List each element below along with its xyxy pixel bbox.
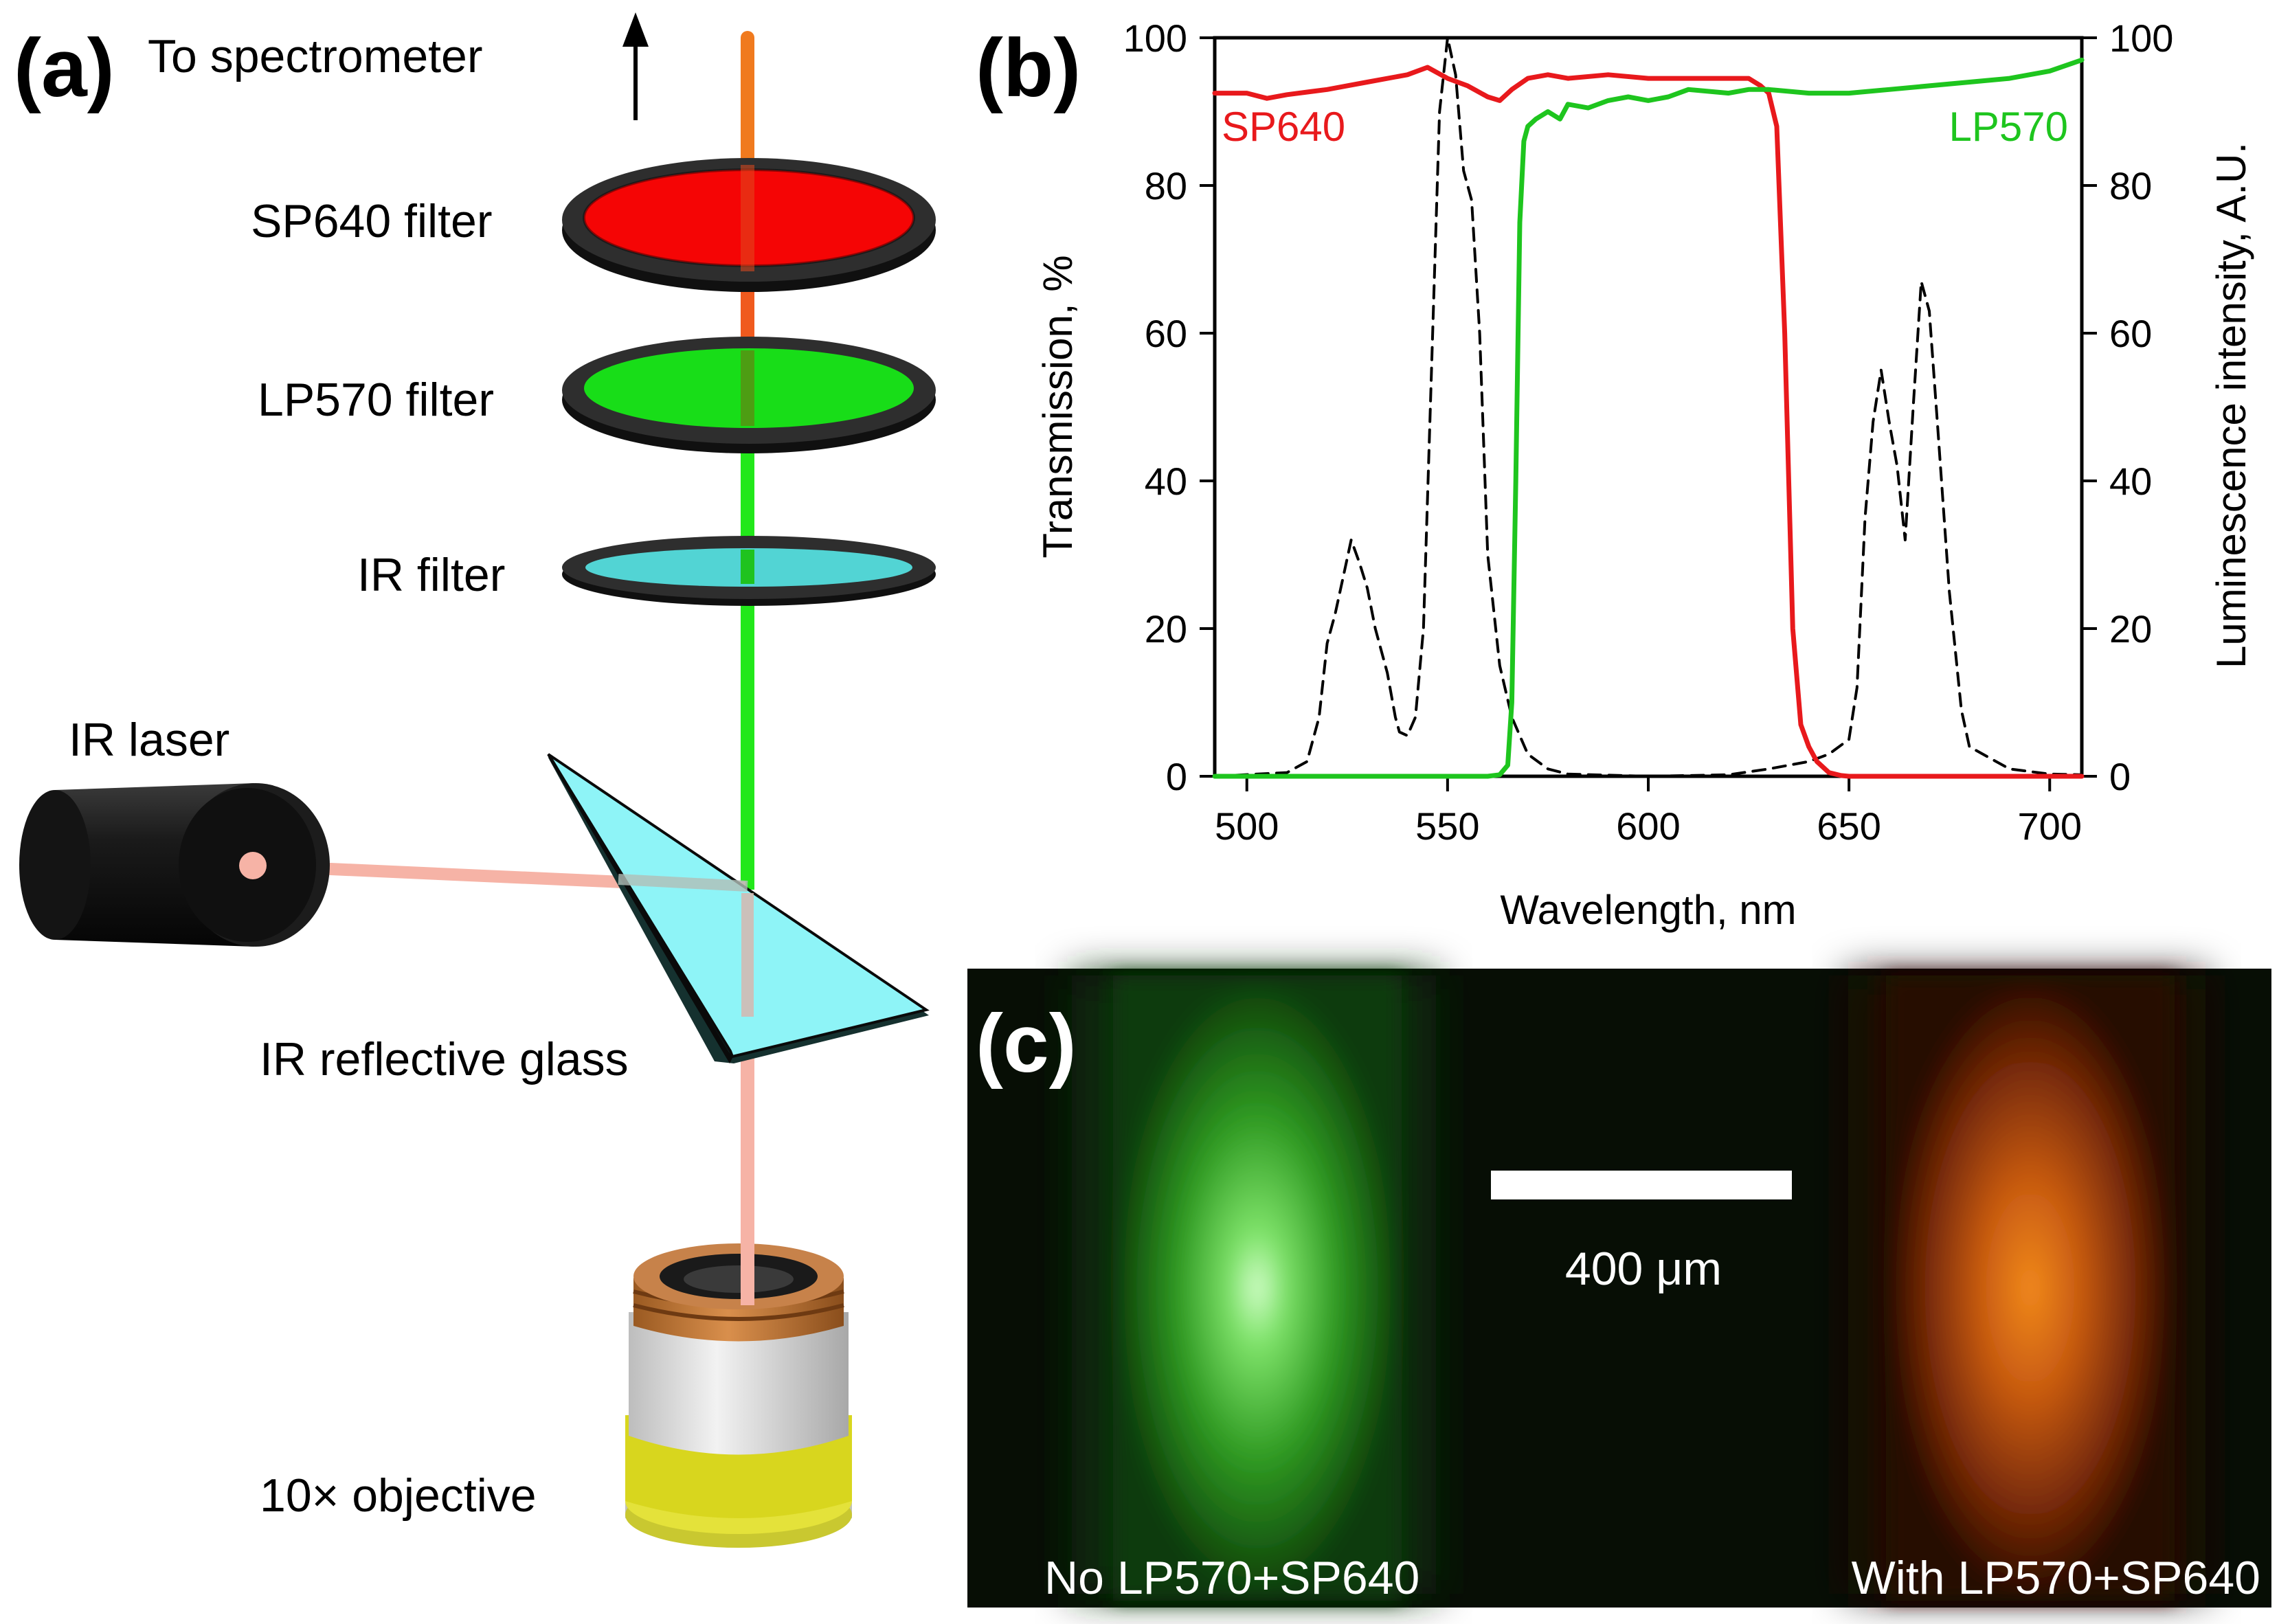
y2-tick-label: 60: [2109, 312, 2152, 355]
y-axis-title: Transmission, %: [1035, 255, 1081, 558]
objective-label: 10× objective: [260, 1469, 537, 1522]
y-tick-label: 20: [1145, 607, 1187, 651]
series-sp640-line: [1212, 65, 2085, 779]
y-tick-label: 40: [1145, 460, 1187, 503]
x-tick-label: 550: [1415, 804, 1479, 848]
series-layer: [1212, 36, 2085, 779]
y2-tick-label: 100: [2109, 16, 2173, 60]
y-tick-label: 100: [1123, 16, 1187, 60]
y-tick-label: 80: [1145, 164, 1187, 207]
y-axis-right: 0 20 40 60 80 100: [2082, 16, 2173, 798]
to-spectrometer-label: To spectrometer: [148, 30, 483, 82]
y-tick-label: 60: [1145, 312, 1187, 355]
x-tick-label: 500: [1215, 804, 1279, 848]
panel-a-label: (a): [14, 22, 115, 114]
orange-sample-strip: [1886, 975, 2175, 1601]
y2-tick-label: 40: [2109, 460, 2152, 503]
left-caption: No LP570+SP640: [1044, 1552, 1419, 1604]
y-tick-label: 0: [1166, 755, 1187, 798]
up-arrow-icon: [622, 12, 649, 120]
series-luminescence-line: [1213, 36, 2083, 778]
lp570-filter-label: LP570 filter: [258, 374, 494, 426]
ir-laser: [19, 783, 330, 947]
objective-lens: [625, 1243, 852, 1548]
lp570-series-label: LP570: [1949, 104, 2069, 150]
panel-b-label: (b): [976, 22, 1081, 114]
ir-reflective-glass: [547, 753, 930, 1063]
y-axis-left: 0 20 40 60 80 100: [1123, 16, 1215, 798]
ir-filter-label: IR filter: [357, 549, 505, 601]
sp640-series-label: SP640: [1222, 104, 1345, 150]
right-caption: With LP570+SP640: [1852, 1552, 2260, 1604]
x-tick-label: 650: [1817, 804, 1881, 848]
y2-tick-label: 0: [2109, 755, 2131, 798]
x-axis-title: Wavelength, nm: [1500, 887, 1796, 933]
scale-bar: [1491, 1171, 1792, 1199]
x-tick-label: 600: [1616, 804, 1680, 848]
panel-b-spectra-chart: (b) 500 550 600 650 700 0 20 40 60 80 100 0 20 40 60…: [976, 16, 2254, 933]
ir-laser-label: IR laser: [69, 714, 229, 766]
green-sample-strip: [1113, 975, 1402, 1601]
y2-tick-label: 80: [2109, 164, 2152, 207]
scale-bar-label: 400 μm: [1565, 1243, 1722, 1295]
y2-axis-title: Luminescence intensity, A.U.: [2208, 142, 2254, 668]
y2-tick-label: 20: [2109, 607, 2152, 651]
panel-c-micrograph: (c) 400 μm No LP570+SP640 With LP570+SP6…: [967, 969, 2271, 1608]
panel-c-label: (c): [976, 997, 1077, 1090]
sp640-filter-label: SP640 filter: [251, 195, 493, 247]
panel-a-setup-diagram: (a) To spectrometer SP640 filter: [14, 12, 936, 1548]
x-tick-label: 700: [2018, 804, 2082, 848]
ir-reflective-glass-label: IR reflective glass: [260, 1033, 629, 1085]
x-axis: 500 550 600 650 700: [1215, 776, 2082, 848]
series-lp570-line: [1212, 57, 2085, 779]
